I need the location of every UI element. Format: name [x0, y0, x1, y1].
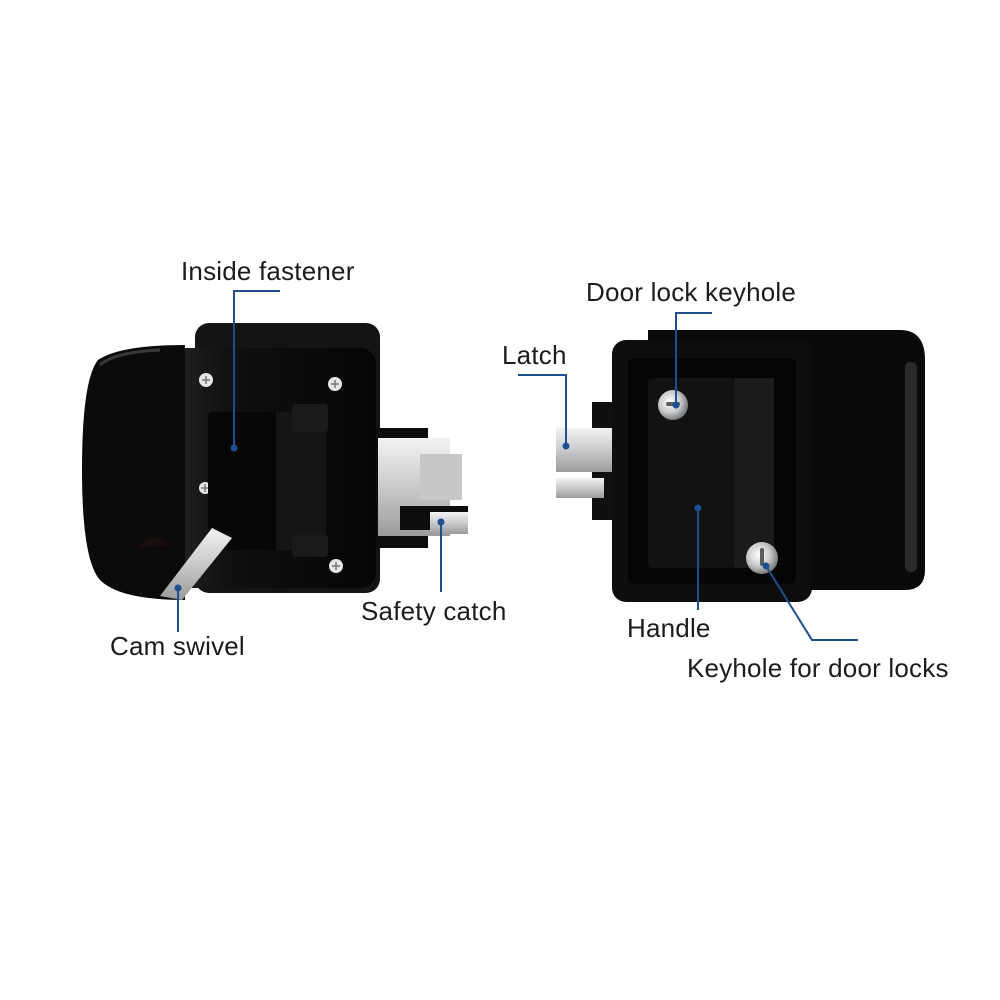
inside-lock — [82, 323, 468, 600]
cam-swivel-lever — [160, 528, 232, 600]
label-safety-catch: Safety catch — [361, 596, 507, 626]
keyhole-icon — [746, 542, 778, 574]
label-latch: Latch — [502, 340, 567, 370]
screw-icon — [329, 559, 343, 573]
handle-paddle — [648, 378, 734, 568]
leader-lines — [174, 290, 858, 641]
inside-flange — [82, 345, 185, 600]
label-cam-swivel: Cam swivel — [110, 631, 245, 661]
label-door-lock-keyhole: Door lock keyhole — [586, 277, 797, 307]
label-handle: Handle — [627, 613, 711, 643]
screw-icon — [199, 373, 213, 387]
outside-lock — [556, 330, 925, 602]
label-inside-fastener: Inside fastener — [181, 256, 355, 286]
screw-icon — [328, 377, 342, 391]
safety-catch-part — [430, 512, 468, 534]
label-keyhole-for-door-locks: Keyhole for door locks — [687, 653, 949, 683]
